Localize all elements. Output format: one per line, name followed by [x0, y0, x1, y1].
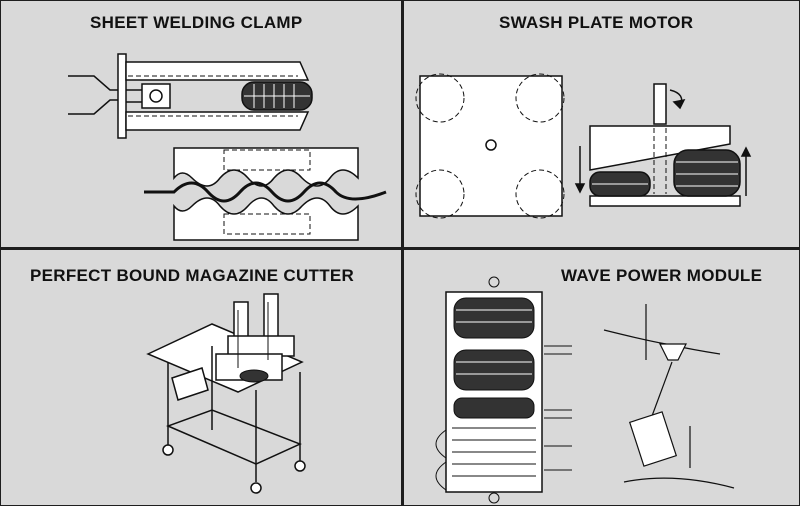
panel-perfect-bound-magazine-cutter: PERFECT BOUND MAGAZINE CUTTER	[2, 250, 401, 504]
panel-sheet-welding-clamp: SHEET WELDING CLAMP	[2, 2, 401, 247]
panel-swash-plate-motor: SWASH PLATE MOTOR	[404, 2, 798, 247]
vertical-divider	[401, 0, 404, 506]
wave-power-module-illustration	[435, 276, 735, 504]
swash-plate-motor-illustration	[415, 73, 752, 219]
bellows-1	[453, 297, 535, 339]
panel-wave-power-module: WAVE POWER MODULE	[404, 250, 798, 504]
shaft	[653, 83, 667, 125]
panel-title: SHEET WELDING CLAMP	[90, 13, 303, 32]
bellows-right	[673, 149, 741, 197]
swash-plate	[589, 125, 731, 171]
pivot-pin	[149, 89, 163, 103]
panel-title: SWASH PLATE MOTOR	[499, 13, 694, 32]
bellows-2	[453, 349, 535, 391]
bellows-3	[453, 397, 535, 419]
lower-jaw	[125, 111, 310, 131]
panel-title: PERFECT BOUND MAGAZINE CUTTER	[30, 266, 355, 285]
upper-wave-plate	[173, 147, 359, 187]
base-plate	[589, 195, 741, 207]
magazine-cutter-illustration	[146, 293, 306, 494]
welded-sheet	[144, 181, 387, 203]
control-box	[171, 367, 209, 401]
lower-wave-plate	[173, 197, 359, 241]
panel-title: WAVE POWER MODULE	[561, 266, 763, 285]
upper-jaw	[125, 61, 310, 81]
horizontal-divider	[0, 247, 800, 250]
sheet-welding-clamp-illustration	[68, 53, 387, 241]
mount-plate	[117, 53, 127, 139]
